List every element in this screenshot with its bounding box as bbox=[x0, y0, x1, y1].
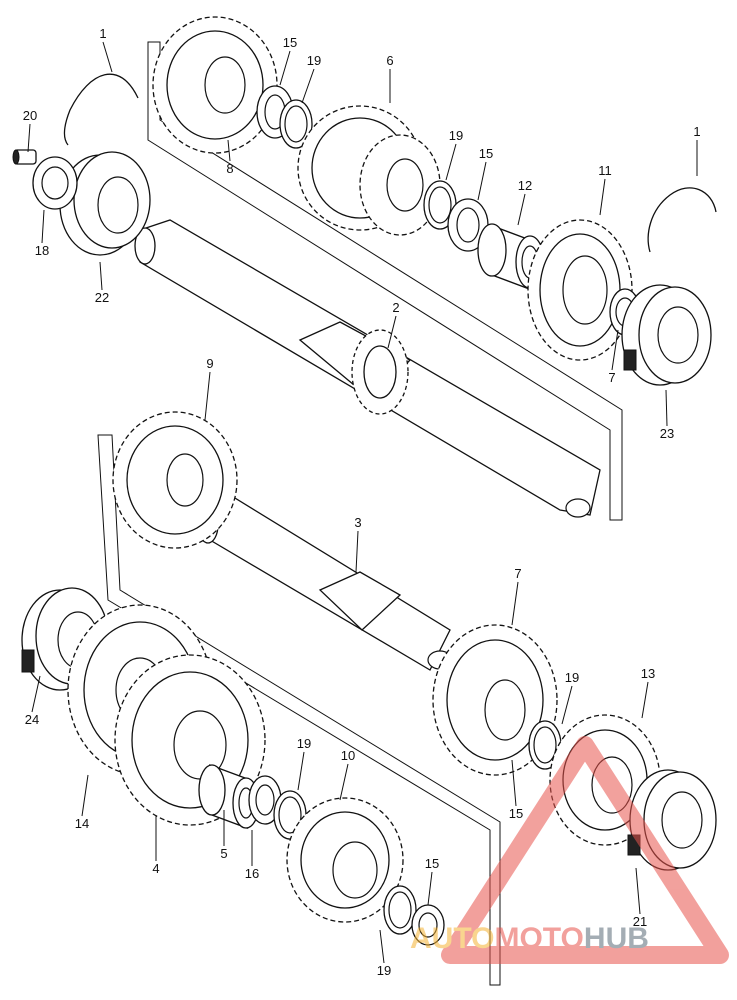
watermark-triangle-icon bbox=[441, 736, 729, 964]
callout-c10: 10 bbox=[341, 748, 355, 763]
bearing-22 bbox=[59, 151, 151, 256]
circlip-19-bottom-inner bbox=[388, 891, 412, 929]
watermark-part3: HUB bbox=[584, 922, 649, 955]
circlip-19-upper-right-inner bbox=[428, 186, 452, 224]
callout-c23: 23 bbox=[660, 426, 674, 441]
leader-line-c22 bbox=[99, 261, 103, 291]
callout-c19e: 19 bbox=[377, 963, 391, 978]
washer-16-inner bbox=[255, 784, 275, 816]
bushing-12 bbox=[477, 223, 545, 291]
circlip-19-upper-left-inner bbox=[284, 105, 308, 143]
callout-c19c: 19 bbox=[565, 670, 579, 685]
callout-c4: 4 bbox=[152, 861, 159, 876]
gear-8 bbox=[152, 16, 278, 154]
pin-20 bbox=[12, 149, 37, 165]
leader-line-c7a bbox=[611, 329, 619, 371]
callout-c7a: 7 bbox=[608, 370, 615, 385]
svg-text:AUTOMOTOHUB: AUTOMOTOHUB bbox=[410, 922, 649, 955]
counter-shaft-3 bbox=[197, 494, 453, 671]
callout-c8: 8 bbox=[226, 161, 233, 176]
callout-c2: 2 bbox=[392, 300, 399, 315]
circlip-19-lower-right-inner bbox=[533, 726, 557, 764]
callout-c5: 5 bbox=[220, 846, 227, 861]
leader-line-c13 bbox=[641, 681, 649, 719]
bearing-23 bbox=[621, 284, 712, 386]
leader-line-c23 bbox=[665, 389, 668, 427]
leader-line-c7b bbox=[511, 581, 519, 626]
leader-line-c18 bbox=[41, 209, 45, 244]
callout-c13: 13 bbox=[641, 666, 655, 681]
circlip-1-right bbox=[647, 187, 717, 253]
callout-c19b: 19 bbox=[449, 128, 463, 143]
callout-c7b: 7 bbox=[514, 566, 521, 581]
gear-9 bbox=[112, 411, 238, 549]
leader-line-c8 bbox=[227, 139, 231, 162]
callout-c22: 22 bbox=[95, 290, 109, 305]
bearing-21 bbox=[627, 769, 717, 871]
callout-c12: 12 bbox=[518, 178, 532, 193]
washer-15-upper-right-inner bbox=[456, 207, 480, 243]
leader-line-c15b bbox=[477, 161, 487, 201]
callout-c9: 9 bbox=[206, 356, 213, 371]
leader-line-c10 bbox=[339, 763, 349, 801]
leader-line-c2 bbox=[387, 315, 397, 349]
circlip-1-left bbox=[63, 73, 139, 146]
leader-line-c15a bbox=[279, 50, 291, 86]
leader-line-c12 bbox=[517, 193, 526, 226]
leader-line-c3 bbox=[355, 530, 359, 573]
leader-line-c24 bbox=[31, 675, 41, 713]
gear-10 bbox=[286, 797, 404, 923]
callout-c21: 21 bbox=[633, 914, 647, 929]
callout-c15d: 15 bbox=[425, 856, 439, 871]
circlip-19-lower-mid-inner bbox=[278, 796, 302, 834]
leader-line-c19b bbox=[445, 143, 457, 181]
watermark-part2: MOTO bbox=[494, 922, 583, 955]
washer-15-bottom-inner bbox=[418, 912, 438, 938]
callout-leaders bbox=[27, 41, 698, 964]
gear-7-lower bbox=[432, 624, 558, 776]
leader-line-c19a bbox=[301, 68, 315, 104]
leader-line-c15c bbox=[511, 759, 517, 807]
callout-c14: 14 bbox=[75, 816, 89, 831]
callout-c3: 3 bbox=[354, 515, 361, 530]
callout-c15a: 15 bbox=[283, 35, 297, 50]
callout-c11: 11 bbox=[598, 163, 612, 178]
leader-line-c14 bbox=[81, 774, 89, 817]
leader-line-c1a bbox=[102, 41, 113, 73]
gear-11 bbox=[527, 219, 633, 361]
leader-line-c15d bbox=[427, 871, 433, 906]
callout-c19d: 19 bbox=[297, 736, 311, 751]
leader-line-c19d bbox=[297, 751, 305, 791]
watermark-part1: AUTO bbox=[410, 922, 494, 955]
callout-c15b: 15 bbox=[479, 146, 493, 161]
callout-c1a: 1 bbox=[99, 26, 106, 41]
leader-line-c9 bbox=[204, 371, 211, 421]
leader-line-c19e bbox=[379, 929, 385, 964]
callout-c6: 6 bbox=[386, 53, 393, 68]
leader-line-c11 bbox=[599, 178, 606, 216]
leader-line-c19c bbox=[561, 685, 573, 725]
leader-line-c20 bbox=[27, 123, 31, 153]
gear-2 bbox=[351, 329, 409, 415]
automotohub-watermark: AUTOMOTOHUB bbox=[410, 736, 729, 964]
callout-c16: 16 bbox=[245, 866, 259, 881]
callout-c20: 20 bbox=[23, 108, 37, 123]
callout-c18: 18 bbox=[35, 243, 49, 258]
callout-c15c: 15 bbox=[509, 806, 523, 821]
callout-c19a: 19 bbox=[307, 53, 321, 68]
leader-line-c21 bbox=[635, 867, 641, 915]
washer-18-inner bbox=[41, 166, 69, 200]
callout-c24: 24 bbox=[25, 712, 39, 727]
gear-6 bbox=[297, 105, 441, 236]
callout-c1b: 1 bbox=[693, 124, 700, 139]
